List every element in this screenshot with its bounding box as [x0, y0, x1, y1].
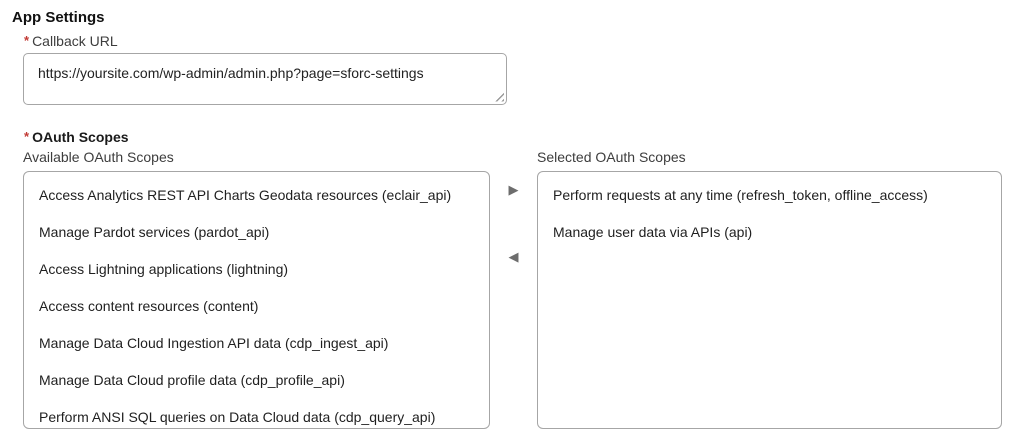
oauth-scopes-label: *OAuth Scopes [24, 128, 1024, 146]
selected-scopes-label: Selected OAuth Scopes [537, 148, 686, 165]
page-title: App Settings [12, 9, 105, 26]
selected-scopes-column: Selected OAuth Scopes Perform requests a… [537, 146, 1002, 429]
move-buttons-column: ▶ ◀ [490, 146, 537, 265]
selected-scopes-listbox[interactable]: Perform requests at any time (refresh_to… [537, 170, 1002, 429]
oauth-scopes-label-text: OAuth Scopes [32, 128, 129, 145]
oauth-dual-listbox: Available OAuth Scopes Access Analytics … [23, 146, 1024, 429]
list-item[interactable]: Manage Data Cloud profile data (cdp_prof… [39, 372, 345, 388]
list-item[interactable]: Access Lightning applications (lightning… [39, 261, 289, 277]
list-item[interactable]: Manage Data Cloud Ingestion API data (cd… [39, 335, 389, 351]
available-scopes-column: Available OAuth Scopes Access Analytics … [23, 146, 490, 429]
callback-url-field-wrap: https://yoursite.com/wp-admin/admin.php?… [23, 52, 507, 105]
callback-url-label: *Callback URL [24, 32, 1024, 50]
remove-scope-button[interactable]: ◀ [506, 249, 522, 265]
list-item[interactable]: Manage Pardot services (pardot_api) [39, 224, 270, 240]
arrow-left-icon: ◀ [508, 249, 519, 265]
arrow-right-icon: ▶ [508, 182, 519, 198]
list-item[interactable]: Access content resources (content) [39, 298, 259, 314]
available-scopes-listbox[interactable]: Access Analytics REST API Charts Geodata… [23, 170, 490, 429]
list-item[interactable]: Access Analytics REST API Charts Geodata… [39, 187, 452, 203]
required-asterisk: * [24, 32, 30, 48]
available-scopes-label: Available OAuth Scopes [23, 148, 174, 165]
callback-url-label-text: Callback URL [32, 32, 118, 49]
required-asterisk: * [24, 128, 30, 144]
list-item[interactable]: Perform ANSI SQL queries on Data Cloud d… [39, 409, 436, 425]
add-scope-button[interactable]: ▶ [506, 182, 522, 198]
callback-url-input[interactable]: https://yoursite.com/wp-admin/admin.php?… [23, 52, 507, 105]
list-item[interactable]: Manage user data via APIs (api) [553, 224, 753, 240]
list-item[interactable]: Perform requests at any time (refresh_to… [553, 187, 928, 203]
